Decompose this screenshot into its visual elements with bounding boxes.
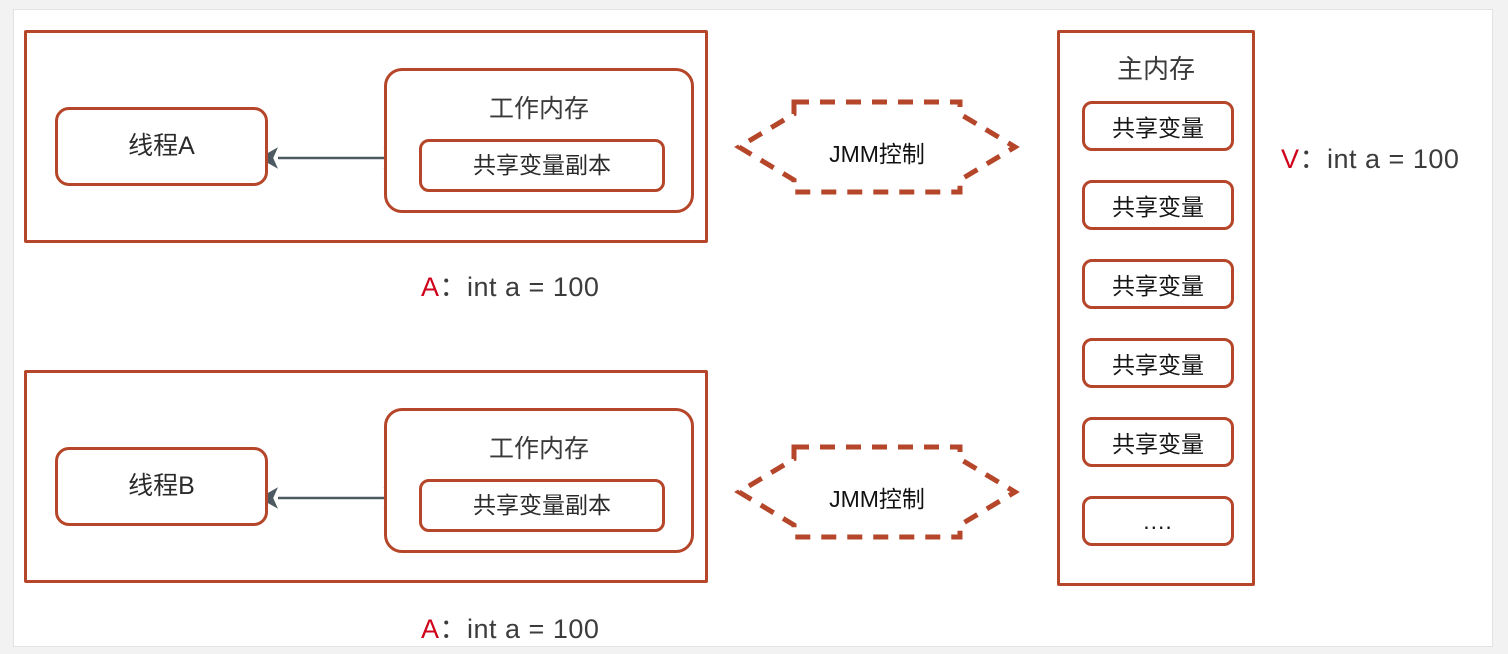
shared-variable-box-more[interactable]: ....	[1082, 496, 1234, 546]
shared-copy-box-a[interactable]: 共享变量副本	[419, 139, 665, 192]
code-note-a-top: A：int a = 100	[421, 265, 599, 304]
code-note-key-a-top: A	[421, 272, 440, 302]
shared-copy-label-a: 共享变量副本	[473, 152, 611, 178]
shared-copy-box-b[interactable]: 共享变量副本	[419, 479, 665, 532]
code-note-key-a-bottom: A	[421, 614, 440, 644]
jmm-arrow-top: JMM控制	[732, 94, 1022, 200]
code-note-value-a-top: int a = 100	[467, 272, 600, 302]
working-memory-box-b[interactable]: 工作内存 共享变量副本	[384, 408, 694, 553]
diagram-canvas: 线程A 工作内存 共享变量副本	[14, 10, 1492, 646]
main-memory-note-sep: ：	[1299, 144, 1328, 174]
jmm-arrow-bottom: JMM控制	[732, 439, 1022, 545]
shared-copy-label-b: 共享变量副本	[473, 492, 611, 518]
thread-label-b: 线程B	[128, 472, 195, 500]
thread-label-a: 线程A	[128, 132, 195, 160]
shared-variable-box-3[interactable]: 共享变量	[1082, 259, 1234, 309]
working-memory-title-a: 工作内存	[488, 95, 589, 123]
code-note-sep-a-bottom: ：	[439, 614, 468, 644]
double-arrow-icon-a	[258, 143, 403, 173]
working-memory-box-a[interactable]: 工作内存 共享变量副本	[384, 68, 694, 213]
main-memory-container: 主内存 共享变量 共享变量 共享变量 共享变量 共享变量 ....	[1057, 30, 1255, 586]
double-arrow-icon-b	[258, 483, 403, 513]
shared-variable-label-4: 共享变量	[1112, 352, 1204, 378]
code-note-a-bottom: A：int a = 100	[421, 607, 599, 646]
code-note-value-a-bottom: int a = 100	[467, 614, 600, 644]
shared-variable-label-1: 共享变量	[1112, 115, 1204, 141]
working-memory-title-b: 工作内存	[488, 435, 589, 463]
jmm-arrow-bottom-label: JMM控制	[829, 486, 925, 512]
thread-box-b[interactable]: 线程B	[55, 447, 268, 526]
shared-variable-label-2: 共享变量	[1112, 194, 1204, 220]
shared-variable-box-5[interactable]: 共享变量	[1082, 417, 1234, 467]
shared-variable-label-more: ....	[1143, 507, 1173, 534]
code-note-sep-a-top: ：	[439, 272, 468, 302]
main-memory-title: 主内存	[1116, 54, 1195, 84]
main-memory-note-value: int a = 100	[1327, 144, 1460, 174]
main-memory-note-key: V	[1281, 144, 1300, 174]
shared-variable-box-4[interactable]: 共享变量	[1082, 338, 1234, 388]
shared-variable-box-1[interactable]: 共享变量	[1082, 101, 1234, 151]
main-memory-note: V：int a = 100	[1281, 137, 1459, 176]
thread-group-b: 线程B 工作内存 共享变量副本	[24, 370, 708, 583]
shared-variable-box-2[interactable]: 共享变量	[1082, 180, 1234, 230]
shared-variable-label-5: 共享变量	[1112, 431, 1204, 457]
jmm-arrow-top-label: JMM控制	[829, 141, 925, 167]
thread-group-a: 线程A 工作内存 共享变量副本	[24, 30, 708, 243]
thread-box-a[interactable]: 线程A	[55, 107, 268, 186]
shared-variable-label-3: 共享变量	[1112, 273, 1204, 299]
